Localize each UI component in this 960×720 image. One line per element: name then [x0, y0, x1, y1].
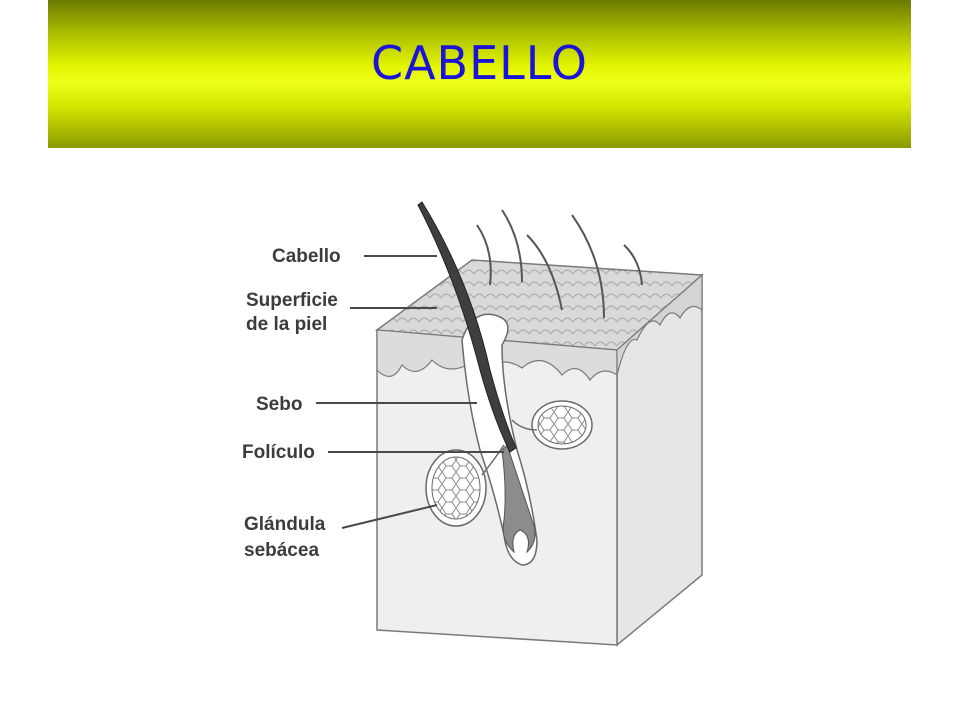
slide-title: CABELLO: [370, 36, 589, 90]
label-sebacea: sebácea: [244, 540, 319, 561]
label-superficie: Superficie: [246, 290, 338, 311]
label-sebo: Sebo: [256, 394, 302, 415]
label-cabello: Cabello: [272, 246, 341, 267]
main-hair-shaft: [417, 201, 517, 453]
hair-skin-diagram: Cabello Superficie de la piel Sebo Folíc…: [232, 190, 732, 650]
title-banner: CABELLO: [48, 0, 911, 148]
hair-follicle: [461, 313, 538, 566]
label-de-la-piel: de la piel: [246, 314, 327, 335]
sebaceous-glands: [425, 400, 593, 527]
label-foliculo: Folículo: [242, 442, 315, 463]
label-leader-lines: [316, 255, 504, 529]
label-glandula: Glándula: [244, 514, 326, 535]
skin-cross-section-illustration: Cabello Superficie de la piel Sebo Folíc…: [242, 201, 704, 647]
surface-hairs: [476, 209, 643, 319]
